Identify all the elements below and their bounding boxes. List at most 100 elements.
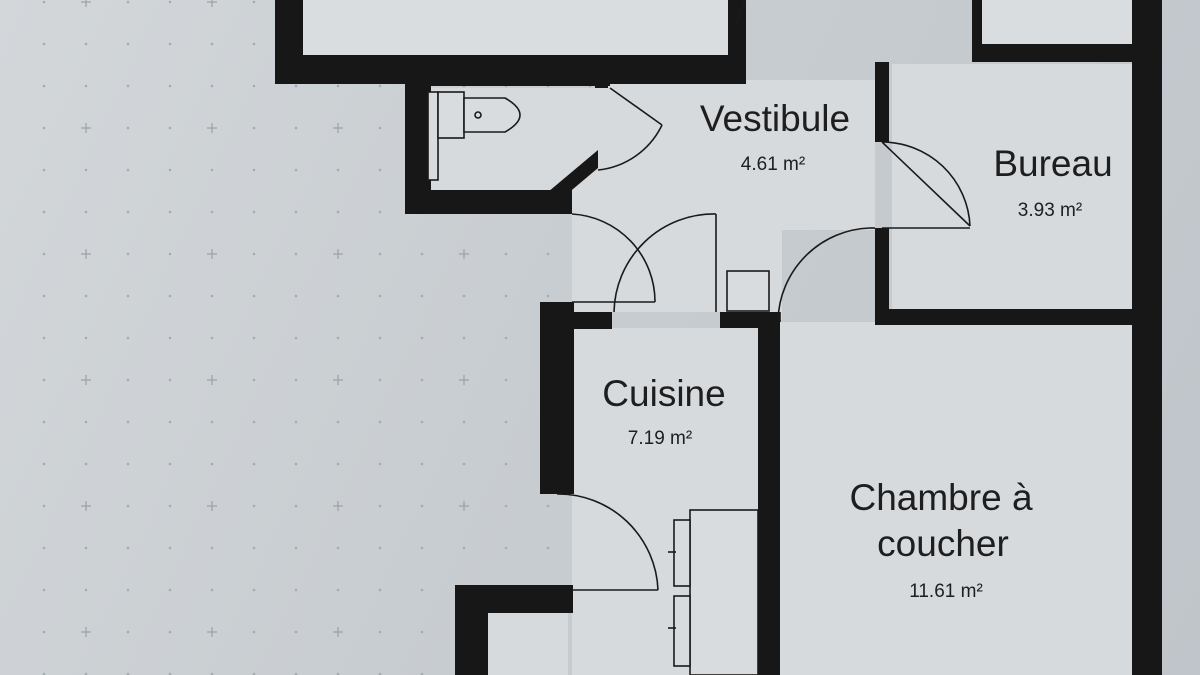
kitchen-counter: [689, 509, 759, 675]
grid-dot: [336, 168, 340, 172]
grid-dot: [294, 126, 298, 130]
toilet-tank: [437, 91, 465, 139]
grid-dot: [168, 672, 172, 675]
room-labels: Vestibule 4.61 m² Bureau 3.93 m² Cuisine…: [602, 98, 1112, 602]
grid-dot: [84, 336, 88, 340]
grid-dot: [42, 126, 46, 130]
grid-dot: [462, 462, 466, 466]
grid-dot: [126, 168, 130, 172]
grid-dot: [378, 294, 382, 298]
grid-dot: [168, 462, 172, 466]
grid-dot: [420, 462, 424, 466]
grid-dot: [210, 84, 214, 88]
grid-dot: [294, 168, 298, 172]
grid-dot: [126, 504, 130, 508]
grid-dot: [378, 588, 382, 592]
grid-dot: [252, 42, 256, 46]
door-chambre-arc: [777, 227, 871, 321]
grid-dot: [336, 336, 340, 340]
door-wc-arc: [597, 124, 663, 171]
grid-dot: [378, 336, 382, 340]
grid-dot: [84, 546, 88, 550]
grid-dot: [42, 252, 46, 256]
grid-dot: [126, 672, 130, 675]
grid-dot: [42, 546, 46, 550]
grid-dot: [210, 42, 214, 46]
doors: [556, 0, 971, 591]
grid-dot: [504, 504, 508, 508]
grid-dot: [504, 294, 508, 298]
grid-dot: [252, 546, 256, 550]
grid-dot: [336, 462, 340, 466]
wall-cuisine-chambre: [758, 312, 780, 675]
grid-dot: [294, 336, 298, 340]
wall-bureau-left-bottom: [875, 228, 889, 323]
wall-wc-left: [405, 68, 431, 214]
grid-dot: [210, 672, 214, 675]
grid-dot: [168, 0, 172, 4]
grid-dot: [420, 672, 424, 675]
grid-dot: [84, 672, 88, 675]
grid-dot: [336, 546, 340, 550]
grid-dot: [210, 420, 214, 424]
duct-box: [726, 270, 770, 312]
room-name-bureau: Bureau: [993, 143, 1112, 184]
door-bureau-leaf: [881, 141, 971, 227]
grid-dot: [42, 294, 46, 298]
grid-dot: [168, 252, 172, 256]
wall-bureau-bottom: [875, 309, 1145, 325]
grid-dot: [378, 126, 382, 130]
grid-dot: [168, 210, 172, 214]
door-lower-arc: [556, 493, 659, 591]
door-bureau-arc: [881, 141, 971, 227]
grid-dot: [252, 378, 256, 382]
grid-dot: [294, 588, 298, 592]
grid-dot: [126, 294, 130, 298]
wall-upper-right: [728, 0, 746, 84]
lower-room-floor: [488, 612, 568, 675]
grid-dot: [84, 420, 88, 424]
grid-dot: [336, 210, 340, 214]
grid-dot: [252, 336, 256, 340]
grid-dot: [378, 252, 382, 256]
grid-dot: [252, 462, 256, 466]
room-name-chambre-line-1: Chambre à: [849, 477, 1032, 518]
grid-dot: [462, 336, 466, 340]
wall-lower-top: [455, 585, 573, 613]
grid-dot: [420, 252, 424, 256]
door-vestibule-arc: [571, 213, 656, 303]
grid-dot: [504, 546, 508, 550]
grid-dot: [168, 126, 172, 130]
grid-dot: [294, 378, 298, 382]
wall-wc-top: [405, 68, 610, 86]
grid-dot: [126, 126, 130, 130]
grid-dot: [168, 546, 172, 550]
room-name-chambre-line-2: coucher: [877, 523, 1009, 564]
room-name-vestibule: Vestibule: [700, 98, 850, 139]
grid-dot: [420, 504, 424, 508]
grid-dot: [546, 294, 550, 298]
grid-dot: [546, 546, 550, 550]
grid-dot: [42, 504, 46, 508]
room-area-vestibule: 4.61 m²: [741, 154, 805, 175]
room-floors: [300, 0, 1160, 675]
grid-dot: [42, 672, 46, 675]
grid-dot: [42, 84, 46, 88]
grid-dot: [504, 336, 508, 340]
grid-dot: [252, 84, 256, 88]
grid-dot: [42, 630, 46, 634]
wall-upper-right-room: [972, 0, 982, 50]
grid-dot: [168, 588, 172, 592]
grid-dot: [420, 336, 424, 340]
grid-dot: [126, 42, 130, 46]
grid-dot: [378, 462, 382, 466]
grid-dot: [252, 672, 256, 675]
grid-dot: [462, 294, 466, 298]
wall-wc-diagonal: [548, 150, 598, 200]
grid-dot: [336, 672, 340, 675]
grid-dot: [252, 588, 256, 592]
grid-dot: [168, 630, 172, 634]
grid-dot: [84, 42, 88, 46]
